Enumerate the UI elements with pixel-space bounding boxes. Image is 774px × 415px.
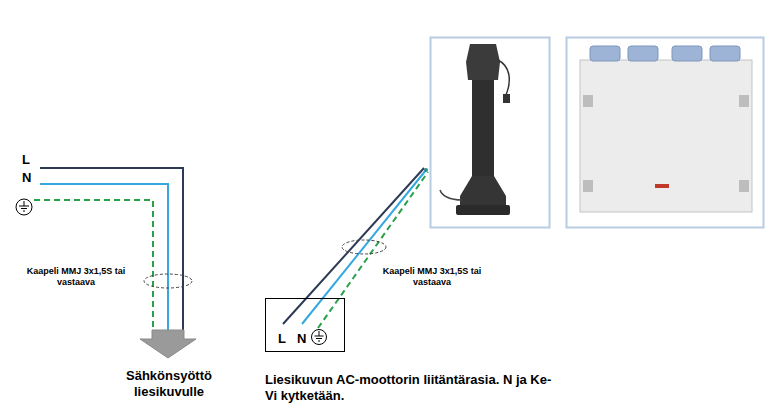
phase-label: N (22, 170, 42, 186)
fan-base (460, 176, 506, 206)
unit-handle (583, 95, 593, 107)
photo-frame (431, 38, 550, 228)
fan-body (472, 80, 494, 178)
cable-ellipse (342, 240, 386, 254)
terminal-label: N (297, 332, 306, 345)
ground-stem (319, 331, 320, 336)
cable-label: Kaapeli MMJ 3x1,5S tai vastaava (26, 266, 126, 289)
fan-cable (440, 190, 462, 200)
supply-arrow (140, 330, 196, 358)
box-caption: Liesikuvun AC-moottorin liitäntärasia. N… (265, 372, 555, 405)
fan-flange (456, 205, 510, 215)
earth-wire (318, 172, 428, 328)
unit-handle (583, 180, 593, 192)
cable-ellipse (144, 274, 192, 288)
ground-bar (21, 208, 27, 209)
phase-label: L (22, 152, 42, 168)
ground-symbol (16, 199, 32, 215)
roof-fan-photo (431, 38, 550, 228)
live-wire (283, 168, 424, 324)
ground-stem (24, 201, 25, 206)
junction-box: LN (265, 298, 345, 352)
ground-symbol (312, 330, 327, 345)
ground-circle (312, 330, 327, 345)
ground-bar (315, 336, 324, 337)
ground-bar (318, 341, 320, 342)
unit-port (590, 46, 620, 61)
ground-bar (316, 338, 322, 339)
ground-bar (19, 206, 29, 207)
unit-logo (655, 184, 669, 188)
fan-tag (503, 94, 510, 103)
unit-port (628, 46, 658, 61)
terminal-label: L (278, 332, 286, 345)
neutral-wire (302, 170, 426, 324)
fan-cap (466, 44, 500, 80)
unit-housing (580, 60, 752, 212)
neutral-wire (40, 184, 168, 332)
photo-frame (567, 38, 764, 228)
unit-port (672, 46, 702, 61)
fan-hook (498, 60, 509, 95)
unit-handle (739, 95, 749, 107)
unit-handle (739, 180, 749, 192)
live-wire (40, 168, 183, 332)
wire-end (424, 168, 428, 172)
unit-port (710, 46, 740, 61)
ground-circle (16, 199, 32, 215)
ground-bar (23, 211, 25, 212)
supply-caption: Sähkönsyöttö liesikuvulle (111, 368, 227, 401)
ventilation-unit-photo (567, 38, 764, 228)
cable-label: Kaapeli MMJ 3x1,5S tai vastaava (382, 266, 482, 289)
